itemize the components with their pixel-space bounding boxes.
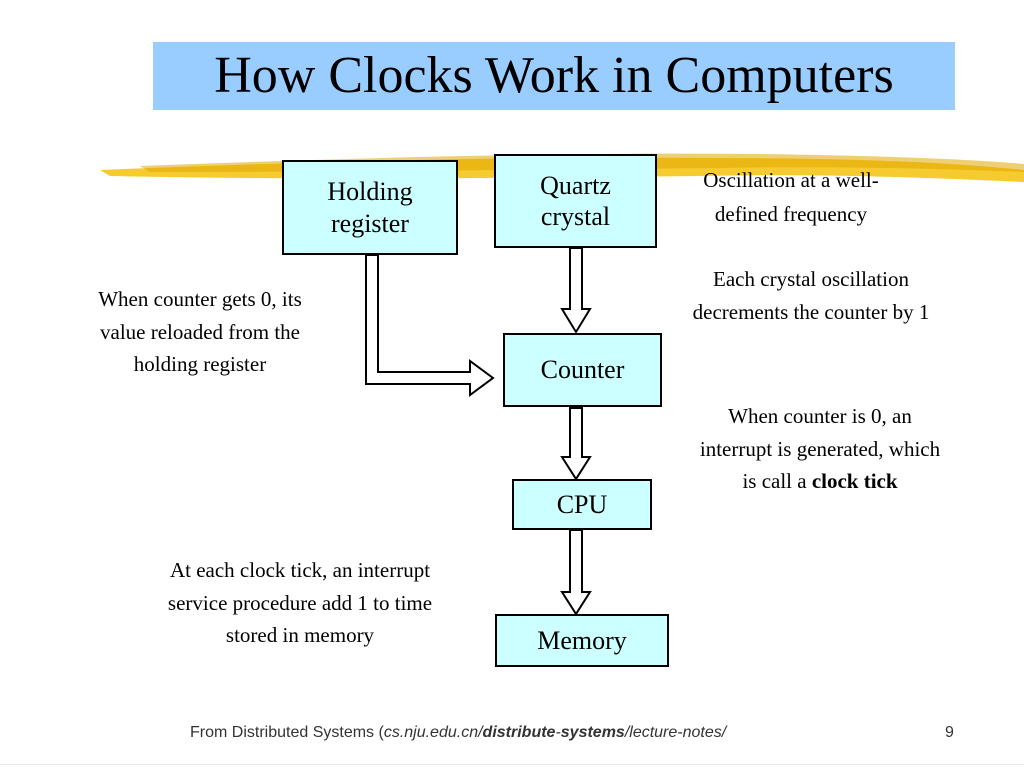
memory-box: Memory [495, 614, 669, 667]
memory-label: Memory [537, 625, 627, 655]
arrow-cpu-to-memory [560, 529, 592, 616]
page-number: 9 [945, 724, 954, 741]
clock-tick-term: clock tick [811, 469, 898, 494]
note-oscillation: Oscillation at a well- defined frequency [703, 168, 879, 226]
note-decrement: Each crystal oscillation decrements the … [692, 267, 930, 324]
arrow-counter-to-cpu [560, 407, 592, 481]
note-clock-tick: At each clock tick, an interrupt service… [167, 558, 433, 648]
footer-source: From Distributed Systems (cs.nju.edu.cn/… [190, 724, 727, 741]
arrow-holding-to-counter [365, 254, 495, 397]
counter-label: Counter [540, 355, 625, 385]
slide-title: How Clocks Work in Computers [214, 47, 894, 104]
holding-label-1: Holding [327, 177, 413, 207]
title-banner: How Clocks Work in Computers [153, 42, 955, 110]
note-interrupt: When counter is 0, an interrupt is gener… [699, 404, 941, 494]
cpu-label: CPU [556, 489, 608, 519]
quartz-label-1: Quartz [540, 170, 611, 200]
quartz-label-2: crystal [540, 202, 611, 231]
note-reload: When counter gets 0, its value reloaded … [98, 287, 302, 377]
bottom-divider [0, 764, 1024, 765]
arrow-quartz-to-counter [560, 247, 592, 334]
cpu-box: CPU [512, 479, 652, 530]
holding-label-2: register [331, 208, 409, 238]
counter-box: Counter [503, 333, 662, 407]
slide-footer: From Distributed Systems (cs.nju.edu.cn/… [0, 722, 1024, 746]
